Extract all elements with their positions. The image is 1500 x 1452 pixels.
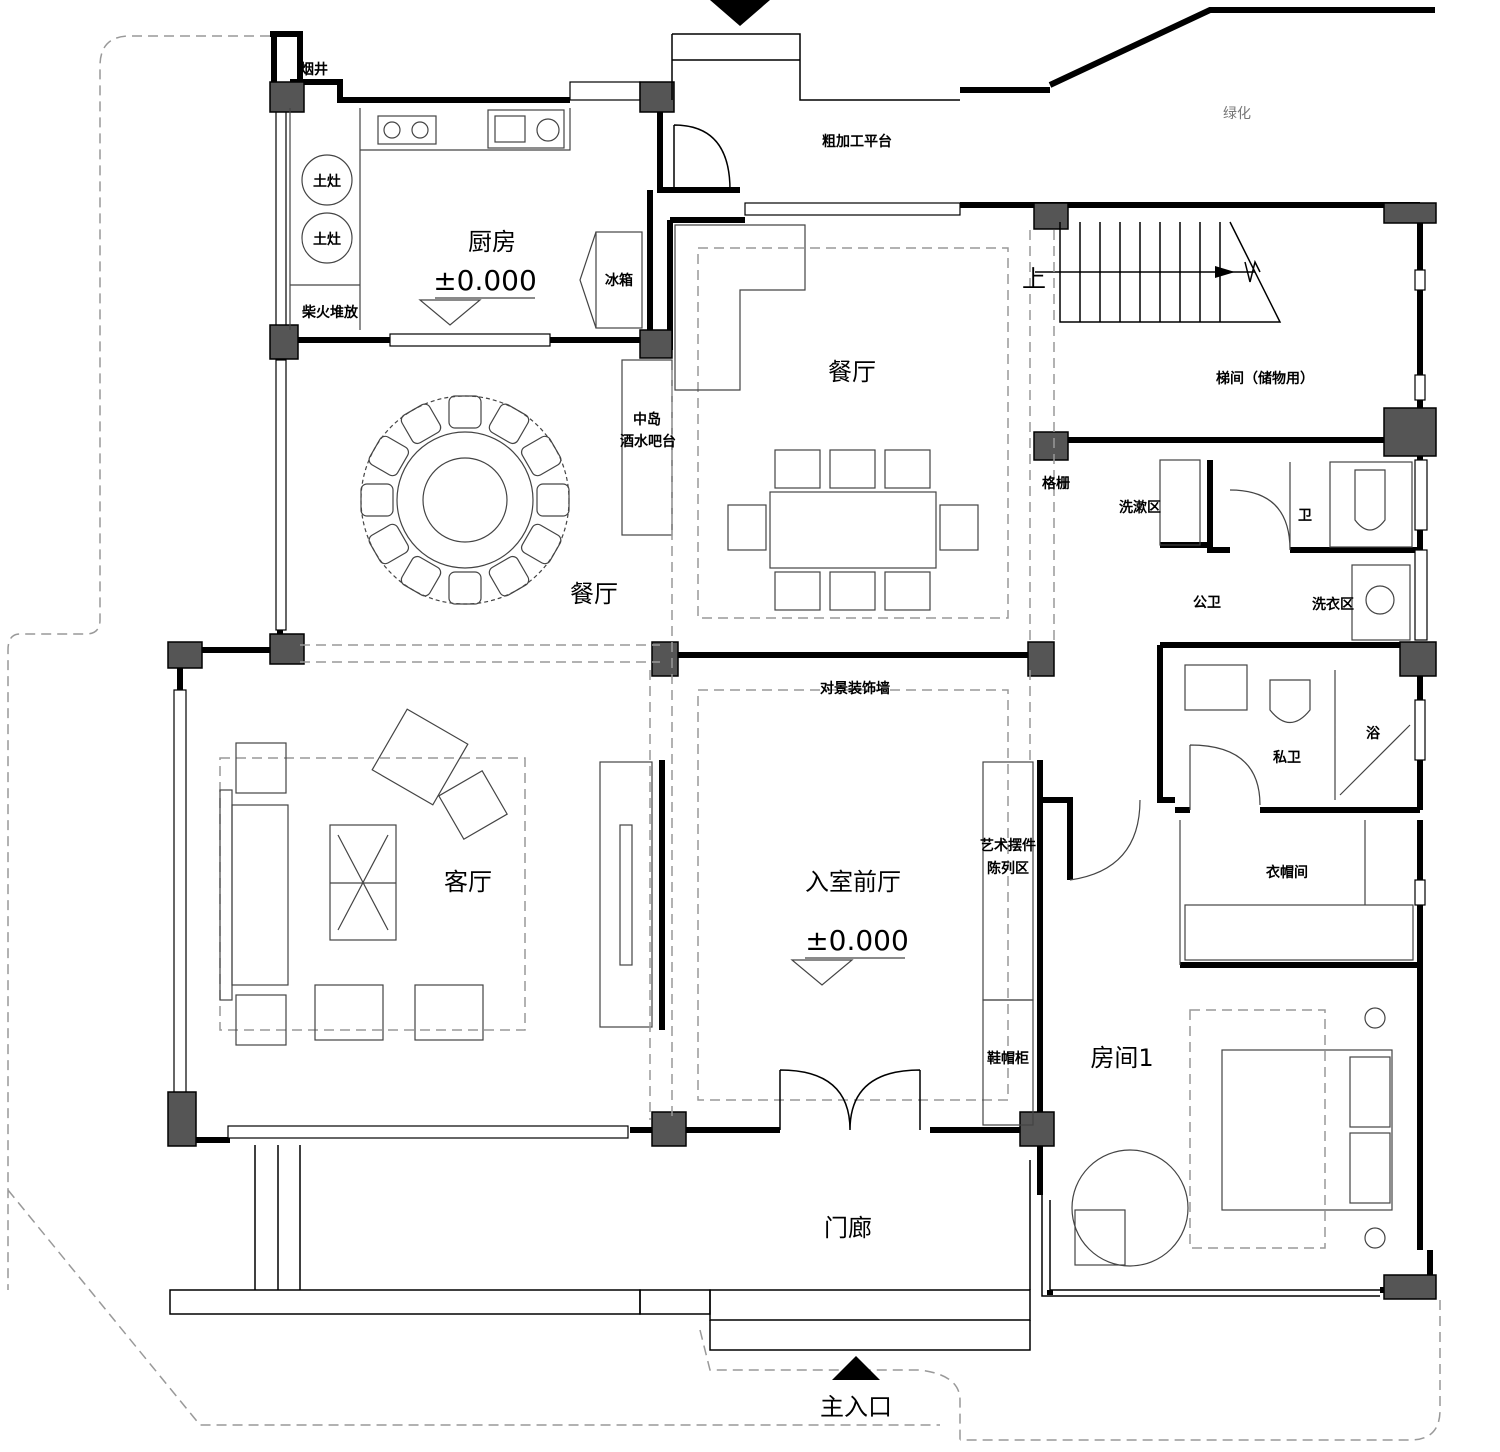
kitchen-furniture xyxy=(289,108,643,330)
label-toilet: 卫 xyxy=(1298,508,1312,524)
label-foyer-level: ±0.000 xyxy=(805,924,909,957)
label-stair: 梯间（储物用） xyxy=(1216,370,1314,387)
labels: 烟井 厨房 ±0.000 土灶 土灶 柴火堆放 冰箱 粗加工平台 绿化 餐厅 餐… xyxy=(300,61,1381,1421)
staircase xyxy=(1035,221,1282,323)
label-up: 上 xyxy=(1022,265,1046,293)
north-entrance-marker xyxy=(710,0,770,26)
label-stove-2: 土灶 xyxy=(313,231,341,248)
round-table-chair xyxy=(368,435,410,477)
label-public-wc: 公卫 xyxy=(1193,595,1221,611)
round-table-chair xyxy=(368,523,410,565)
site-boundary-right xyxy=(960,1300,1441,1441)
label-art-display-2: 陈列区 xyxy=(987,860,1029,877)
porch-structure xyxy=(169,1145,1380,1351)
columns xyxy=(167,81,1437,1300)
label-kitchen-level: ±0.000 xyxy=(433,264,537,297)
main-entrance-marker xyxy=(832,1356,880,1380)
round-table-chair xyxy=(448,571,482,605)
label-dining-round: 餐厅 xyxy=(570,580,618,608)
label-fridge: 冰箱 xyxy=(605,272,633,289)
label-feature-wall: 对景装饰墙 xyxy=(820,680,890,697)
round-table-chair xyxy=(488,403,530,445)
label-processing: 粗加工平台 xyxy=(822,133,892,150)
label-art-display-1: 艺术摆件 xyxy=(980,837,1036,854)
level-marker-foyer xyxy=(790,957,905,986)
label-living: 客厅 xyxy=(444,868,492,896)
label-lattice: 格栅 xyxy=(1042,475,1070,492)
wardrobe-room1-furniture xyxy=(1069,799,1414,1267)
label-island-bar-1: 中岛 xyxy=(633,411,661,428)
label-porch: 门廊 xyxy=(824,1214,872,1242)
label-greenery: 绿化 xyxy=(1223,106,1251,122)
round-table-chair xyxy=(488,555,530,597)
label-bath: 浴 xyxy=(1366,725,1381,742)
windows xyxy=(173,81,1428,1139)
round-table-chairs xyxy=(360,395,570,605)
label-kitchen: 厨房 xyxy=(468,228,516,256)
label-washarea: 洗漱区 xyxy=(1119,499,1161,516)
round-table-chair xyxy=(400,403,442,445)
label-stove-1: 土灶 xyxy=(313,173,341,190)
label-wardrobe: 衣帽间 xyxy=(1266,864,1308,881)
label-private-wc: 私卫 xyxy=(1273,749,1301,766)
round-table-chair xyxy=(400,555,442,597)
round-table-chair xyxy=(536,483,570,517)
zone-dashes xyxy=(300,230,1055,1120)
label-chimney: 烟井 xyxy=(300,61,328,78)
label-laundry: 洗衣区 xyxy=(1312,596,1354,613)
round-dining-table xyxy=(360,395,570,605)
label-island-bar-2: 酒水吧台 xyxy=(620,433,676,450)
living-room-furniture xyxy=(219,708,653,1046)
label-dining-main: 餐厅 xyxy=(828,358,876,386)
label-shoe-cabinet: 鞋帽柜 xyxy=(987,1050,1029,1067)
site-boundary xyxy=(7,35,961,1440)
label-main-entrance: 主入口 xyxy=(820,1393,892,1421)
round-table-chair xyxy=(360,483,394,517)
label-foyer: 入室前厅 xyxy=(805,868,901,896)
round-table-chair xyxy=(448,395,482,429)
door-swings xyxy=(673,124,731,191)
label-firewood: 柴火堆放 xyxy=(301,304,359,321)
round-table-chair xyxy=(520,523,562,565)
round-table-chair xyxy=(520,435,562,477)
entrance-double-door xyxy=(779,1069,921,1131)
level-marker-kitchen xyxy=(418,297,535,326)
main-dining-table xyxy=(674,224,1009,619)
foyer-furniture xyxy=(697,689,1034,1131)
island-bar xyxy=(621,359,673,536)
label-room1: 房间1 xyxy=(1090,1044,1153,1072)
bathroom-fixtures xyxy=(1159,459,1413,810)
